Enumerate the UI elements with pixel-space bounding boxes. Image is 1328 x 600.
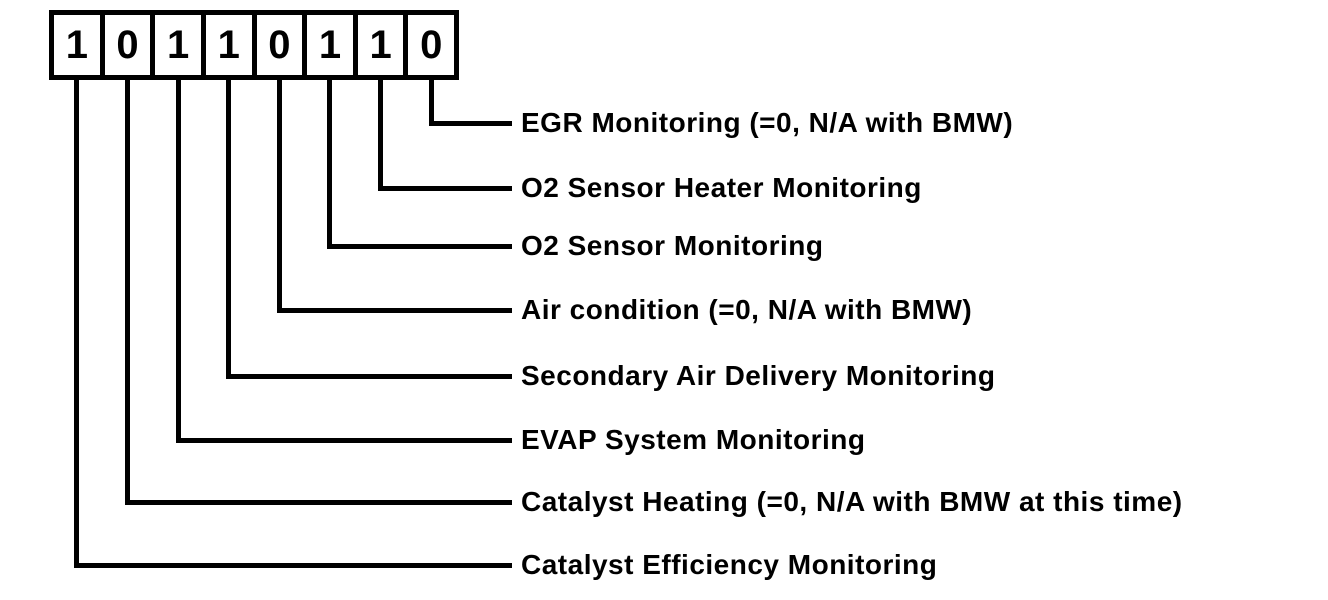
- bit-label: Catalyst Heating (=0, N/A with BMW at th…: [521, 486, 1183, 517]
- bit-label: O2 Sensor Monitoring: [521, 230, 824, 261]
- bit-label: EVAP System Monitoring: [521, 424, 866, 455]
- bit-label: Catalyst Efficiency Monitoring: [521, 549, 938, 580]
- connector-vertical-line: [124, 80, 130, 505]
- bit-value: 1: [166, 23, 190, 67]
- connector-horizontal-line: [377, 185, 512, 191]
- bit-cell: 0: [408, 15, 454, 75]
- bit-cell: 0: [257, 15, 308, 75]
- bit-value: 0: [268, 23, 291, 67]
- connector-vertical-line: [428, 80, 434, 126]
- bit-cell: 1: [358, 15, 409, 75]
- bit-value: 0: [116, 23, 139, 67]
- connector-horizontal-line: [226, 373, 512, 379]
- bit-cell: 1: [54, 15, 105, 75]
- bit-cell: 0: [105, 15, 156, 75]
- connector-horizontal-line: [74, 562, 512, 568]
- bit-value: 1: [318, 23, 342, 67]
- bit-label: O2 Sensor Heater Monitoring: [521, 172, 922, 203]
- bit-cell: 1: [155, 15, 206, 75]
- bit-label: EGR Monitoring (=0, N/A with BMW): [521, 107, 1014, 138]
- connector-vertical-line: [175, 80, 181, 443]
- bit-cell: 1: [206, 15, 257, 75]
- connector-horizontal-line: [124, 499, 512, 505]
- bit-label: Secondary Air Delivery Monitoring: [521, 360, 996, 391]
- connector-vertical-line: [327, 80, 333, 249]
- connector-horizontal-line: [327, 243, 512, 249]
- bit-value: 1: [65, 23, 88, 67]
- connector-vertical-line: [377, 80, 383, 191]
- connector-vertical-line: [276, 80, 282, 313]
- bit-label: Air condition (=0, N/A with BMW): [521, 294, 973, 325]
- bit-cell: 1: [307, 15, 358, 75]
- connector-horizontal-line: [175, 437, 512, 443]
- connector-horizontal-line: [428, 120, 512, 126]
- bit-value: 1: [217, 23, 240, 67]
- connector-horizontal-line: [276, 307, 512, 313]
- bit-value: 0: [420, 23, 443, 67]
- connector-vertical-line: [74, 80, 80, 568]
- bit-value: 1: [369, 23, 392, 67]
- connector-vertical-line: [226, 80, 232, 379]
